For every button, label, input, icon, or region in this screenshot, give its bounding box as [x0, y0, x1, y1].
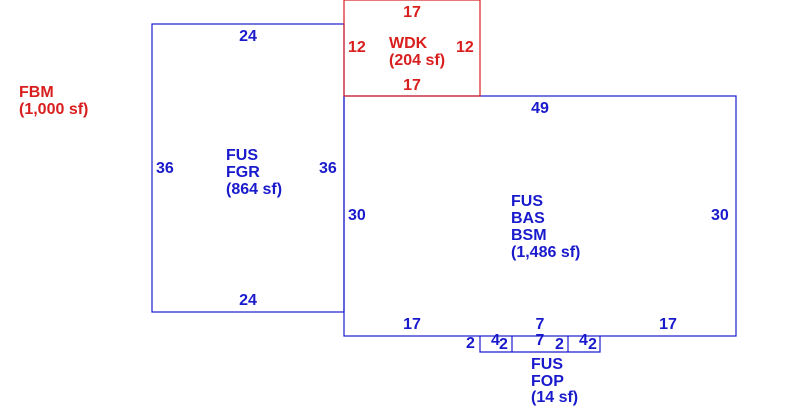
porch-code-2: FOP	[531, 373, 564, 390]
wdk-dim-left: 12	[348, 39, 366, 56]
garage-area: (864 sf)	[226, 181, 283, 198]
main-code-2: BAS	[511, 210, 545, 227]
porch-dim-right-inner: 2	[555, 336, 564, 353]
main-dim-bottom-mid: 7	[535, 316, 545, 333]
wdk-area: (204 sf)	[389, 52, 446, 69]
garage-dim-right: 36	[319, 160, 337, 177]
wdk-code: WDK	[389, 35, 428, 52]
porch-dim-left-step: 4	[491, 332, 500, 349]
garage-dim-left: 36	[156, 160, 174, 177]
garage-dim-top: 24	[239, 28, 257, 45]
wdk-dim-top: 17	[403, 4, 421, 21]
main-code-1: FUS	[511, 193, 543, 210]
porch-code-1: FUS	[531, 356, 563, 373]
main-code-3: BSM	[511, 227, 547, 244]
main-area-size: (1,486 sf)	[511, 244, 581, 261]
main-dim-bottom-left: 17	[403, 316, 421, 333]
garage-code-1: FUS	[226, 147, 258, 164]
main-area-outline	[343, 95, 737, 337]
garage-code-2: FGR	[226, 164, 260, 181]
porch-dim-left-side: 2	[466, 335, 475, 352]
fbm-code: FBM	[19, 84, 54, 101]
wdk-outline	[343, 0, 481, 97]
main-dim-left: 30	[348, 207, 366, 224]
fbm-area: (1,000 sf)	[19, 101, 89, 118]
porch-dim-width: 7	[535, 332, 545, 349]
porch-area: (14 sf)	[531, 389, 579, 406]
porch-dim-right-side: 2	[588, 336, 597, 353]
main-dim-bottom-right: 17	[659, 316, 677, 333]
garage-dim-bottom: 24	[239, 292, 257, 309]
wdk-dim-right: 12	[456, 39, 474, 56]
porch-dim-right-step: 4	[579, 332, 588, 349]
main-dim-top: 49	[531, 100, 549, 117]
porch-dim-left-inner: 2	[499, 336, 508, 353]
wdk-dim-bottom: 17	[403, 77, 421, 94]
main-dim-right: 30	[711, 207, 729, 224]
porch-outline	[479, 336, 601, 353]
